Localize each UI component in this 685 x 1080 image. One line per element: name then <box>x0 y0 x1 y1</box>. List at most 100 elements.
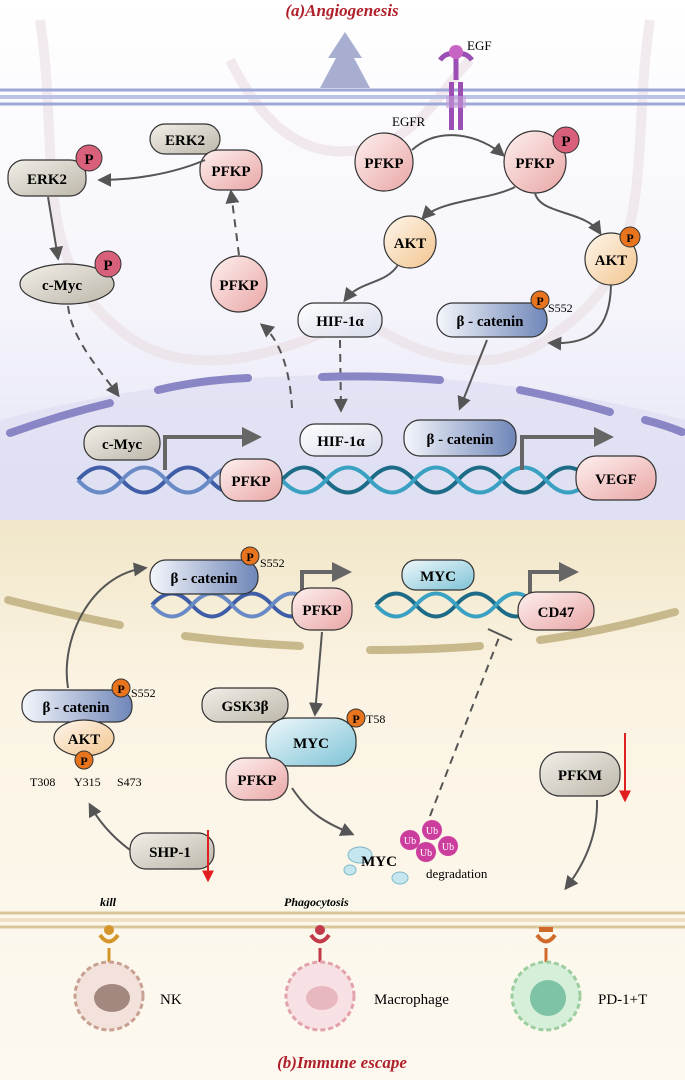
erk2-label: ERK2 <box>165 133 205 149</box>
phospho-badge <box>530 290 550 310</box>
phospho-badge <box>75 144 103 172</box>
nuc-bcat-node <box>403 419 517 457</box>
t-cell-icon <box>510 960 582 1032</box>
myc-degraded-label: MYC <box>361 854 397 870</box>
pfkp-complex-label: PFKP <box>211 164 250 180</box>
nuclear-envelope-bottom <box>4 596 679 654</box>
transcription-arrow <box>528 562 579 593</box>
phospho-label: P <box>84 152 93 168</box>
pfkp-egfr-label: PFKP <box>364 156 403 172</box>
y315-label: Y315 <box>74 775 101 789</box>
nuc-cmyc-label: c-Myc <box>102 437 142 453</box>
akt-right-label: AKT <box>595 253 628 269</box>
nk-receptor-icon <box>98 925 120 962</box>
pd1t-label: PD-1+T <box>598 992 647 1008</box>
s473-label: S473 <box>117 775 142 789</box>
egfr-label: EGFR <box>392 114 426 129</box>
pfkp-dna-label: PFKP <box>302 603 341 619</box>
phospho-label: P <box>536 294 543 308</box>
dna-helix-bottom <box>150 591 538 619</box>
title-angiogenesis: (a)Angiogenesis <box>285 1 399 20</box>
phospho-label: P <box>626 231 633 245</box>
bcat-dna-node <box>149 559 259 595</box>
pfkm-node <box>539 751 621 797</box>
cell-membrane-bottom <box>0 911 685 929</box>
arrow-akt-to-hif <box>343 264 399 303</box>
pfkp-node-mid <box>210 255 268 313</box>
ub-label: Ub <box>426 826 438 837</box>
arrow-akt-to-bcat <box>547 284 612 351</box>
nuc-hif-label: HIF-1α <box>317 434 365 450</box>
phospho-label: P <box>103 258 112 274</box>
vegf-node <box>575 455 657 501</box>
macrophage-label: Macrophage <box>374 992 449 1008</box>
gsk3b-node <box>201 687 289 723</box>
erk2-node <box>149 123 221 155</box>
arrow-pfkp-to-akt <box>421 186 516 221</box>
arrow-bcat-to-nucleus <box>457 339 488 411</box>
phospho-badge <box>240 546 260 566</box>
macrophage-receptor-icon <box>309 925 331 962</box>
arrow-pfkm-to-tcell <box>564 799 599 891</box>
pfkp-phospho-label: PFKP <box>515 156 554 172</box>
nuc-cmyc-node <box>83 425 161 461</box>
erk2-phospho-label: ERK2 <box>27 172 67 188</box>
myc-dna-node <box>401 559 475 591</box>
title-immune-escape: (b)Immune escape <box>277 1053 407 1072</box>
nuclear-envelope-top <box>6 372 685 437</box>
egfr-receptor-icon <box>438 45 474 130</box>
cd47-label: CD47 <box>538 605 575 621</box>
phospho-label: P <box>80 754 87 768</box>
vegf-label: VEGF <box>595 472 637 488</box>
beta-catenin-node <box>436 302 548 338</box>
myc-label: MYC <box>293 736 329 752</box>
t58-label: T58 <box>366 712 385 726</box>
myc-degradation-cluster <box>343 820 458 885</box>
nuc-bcat-label: β - catenin <box>426 432 494 448</box>
bcat-dna-label: β - catenin <box>170 571 238 587</box>
cmyc-label: c-Myc <box>42 278 82 294</box>
shp1-node <box>129 832 215 870</box>
arrow-myc-to-degradation <box>291 787 355 836</box>
phospho-badge <box>619 226 641 248</box>
macrophage-icon <box>284 960 356 1032</box>
cmyc-node <box>19 263 115 305</box>
phospho-label: P <box>117 682 124 696</box>
akt-bottom-label: AKT <box>68 732 101 748</box>
pfkp-dna-node <box>291 587 353 631</box>
arrow-shp1-to-akt <box>88 802 131 851</box>
inhibit-bar <box>487 628 513 641</box>
nk-cell-icon <box>73 960 145 1032</box>
arrow-pfkp-phosphorylation <box>411 134 506 157</box>
s552-label: S552 <box>548 301 573 315</box>
egf-label: EGF <box>467 38 492 53</box>
arrow-pfkp-to-akt-p <box>534 192 602 236</box>
arrow-pfkp-to-erk2 <box>97 159 206 187</box>
transcription-arrow <box>163 427 262 470</box>
angiogenesis-upward-arrow <box>320 32 370 88</box>
phospho-badge <box>111 678 131 698</box>
nuc-hif-node <box>299 423 383 457</box>
ub-label: Ub <box>420 848 432 859</box>
phospho-badge <box>74 750 94 770</box>
s552-label-a: S552 <box>260 556 285 570</box>
phagocytosis-label: Phagocytosis <box>284 895 349 909</box>
s552-label-b: S552 <box>131 686 156 700</box>
t308-label: T308 <box>30 775 55 789</box>
nk-label: NK <box>160 992 182 1008</box>
pfkp-low-label: PFKP <box>237 773 276 789</box>
pfkp-mid-label: PFKP <box>219 278 258 294</box>
pd1-receptor-icon <box>535 927 557 962</box>
inhibit-line-cd47 <box>429 634 501 817</box>
phospho-badge <box>94 250 122 278</box>
akt-left-node <box>383 215 437 269</box>
pfkp-egfr-node <box>354 132 414 192</box>
phospho-label: P <box>561 134 570 150</box>
nuc-pfkp-label: PFKP <box>231 474 270 490</box>
arrow-bcat-to-nucleus-b <box>65 562 148 689</box>
bcat-left-label: β - catenin <box>42 700 110 716</box>
hif1a-label: HIF-1α <box>316 314 364 330</box>
arrow-erk2-to-cmyc <box>47 196 64 261</box>
degradation-label: degradation <box>426 866 488 881</box>
